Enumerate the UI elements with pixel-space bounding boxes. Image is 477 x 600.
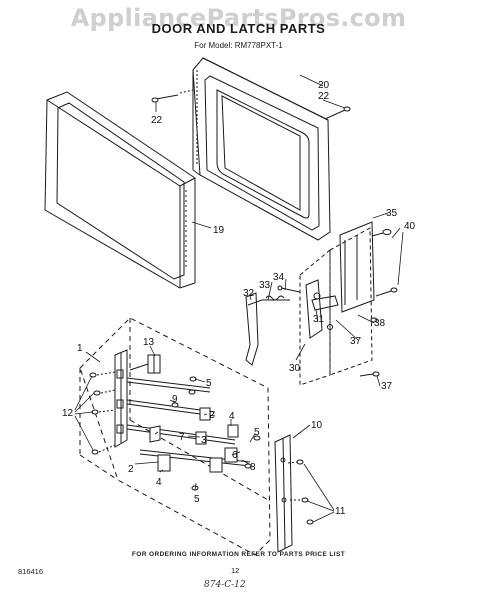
callout-10: 10 [311, 420, 323, 431]
latch-spring-33 [262, 295, 290, 301]
ordering-note: FOR ORDERING INFORMATION REFER TO PARTS … [131, 551, 346, 558]
callout-40: 40 [404, 221, 416, 232]
latch-pin-34 [277, 285, 301, 293]
callout-37-upper: 37 [350, 336, 362, 347]
switches-2-3-4 [149, 407, 239, 473]
screw-22-right [324, 106, 351, 120]
leader-lines [74, 74, 404, 523]
latch-hook-32 [245, 292, 263, 366]
callout-35: 35 [386, 208, 398, 219]
door-panel-19 [44, 91, 196, 289]
callout-22-left: 22 [151, 115, 163, 126]
handwritten-note: 874-C-12 [204, 580, 246, 590]
callout-34: 34 [273, 272, 285, 283]
switch-12-screws [89, 371, 116, 455]
control-housing-1 [79, 317, 271, 556]
callout-12: 12 [62, 408, 74, 419]
latch-housing-30 [299, 221, 375, 386]
screws-35-40 [359, 229, 398, 377]
callout-19: 19 [213, 225, 225, 236]
callout-22-right: 22 [318, 91, 330, 102]
screw-22-left [151, 89, 194, 103]
callout-4-upper: 4 [229, 411, 235, 422]
callout-8: 8 [250, 462, 256, 473]
callout-20: 20 [318, 80, 330, 91]
switch-13 [129, 354, 161, 374]
screws-5 [171, 376, 261, 491]
callout-37-lower: 37 [381, 381, 393, 392]
callout-5-top: 5 [206, 378, 212, 389]
callout-7: 7 [179, 432, 185, 443]
callout-30: 30 [289, 363, 301, 374]
callout-2-upper: 2 [209, 410, 215, 421]
control-bracket [114, 349, 128, 448]
callout-5-bottom: 5 [194, 494, 200, 505]
callout-2-lower: 2 [128, 464, 134, 475]
model-line: For Model: RM778PXT-1 [194, 41, 283, 50]
callout-31: 31 [313, 314, 325, 325]
document-code: 816416 [18, 567, 44, 576]
callout-5-right: 5 [254, 427, 260, 438]
callout-labels: 20 22 22 19 35 40 32 33 34 31 38 37 37 3… [62, 80, 416, 517]
page-title: DOOR AND LATCH PARTS [151, 21, 326, 36]
callout-9: 9 [172, 394, 178, 405]
callout-4-lower: 4 [156, 477, 162, 488]
door-frame-20 [192, 57, 331, 241]
callout-11: 11 [335, 506, 346, 517]
callout-32: 32 [243, 288, 255, 299]
page-number: 12 [231, 566, 240, 575]
callout-3: 3 [201, 435, 207, 446]
callout-33: 33 [259, 280, 271, 291]
callout-6: 6 [232, 450, 238, 461]
callout-1: 1 [77, 343, 83, 354]
side-bracket-10 [274, 434, 293, 553]
callout-13: 13 [143, 337, 155, 348]
callout-38: 38 [374, 318, 386, 329]
watermark: AppliancePartsPros.com [70, 4, 407, 32]
latch-lever-31 [305, 279, 339, 339]
